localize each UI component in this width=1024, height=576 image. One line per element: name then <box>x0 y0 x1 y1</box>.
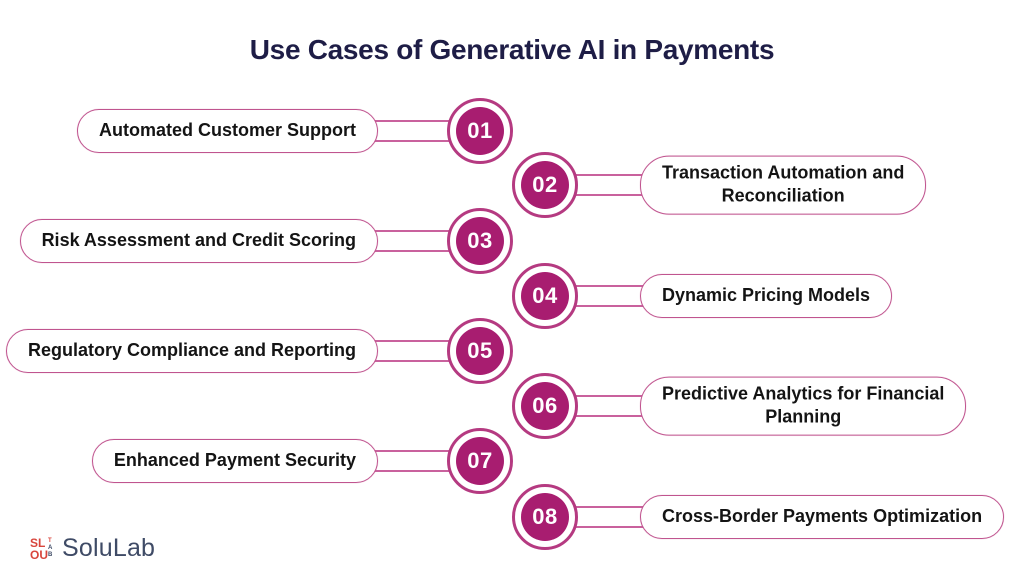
use-case-pill-04: Dynamic Pricing Models <box>640 274 893 318</box>
number-badge-02: 02 <box>512 152 578 218</box>
number-badge-04: 04 <box>512 263 578 329</box>
number-badge-text: 06 <box>532 393 558 418</box>
number-badge-07: 07 <box>447 428 513 494</box>
logo-text: SoluLab <box>62 534 156 562</box>
number-badge-fill: 02 <box>521 161 569 209</box>
use-case-label: Dynamic Pricing Models <box>662 285 871 306</box>
number-badge-fill: 06 <box>521 382 569 430</box>
connector-line-01 <box>350 120 480 142</box>
number-badge-fill: 04 <box>521 272 569 320</box>
number-badge-03: 03 <box>447 208 513 274</box>
use-case-pill-01: Automated Customer Support <box>76 109 378 153</box>
number-badge-text: 04 <box>532 283 558 308</box>
number-badge-06: 06 <box>512 373 578 439</box>
number-badge-fill: 01 <box>456 107 504 155</box>
use-case-label: Cross-Border Payments Optimization <box>662 506 983 527</box>
number-badge-text: 02 <box>532 172 558 197</box>
number-badge-text: 01 <box>467 118 493 143</box>
number-badge-08: 08 <box>512 484 578 550</box>
svg-text:T: T <box>48 538 52 544</box>
number-badge-05: 05 <box>447 318 513 384</box>
connector-line-08 <box>545 506 670 528</box>
use-case-label: Enhanced Payment Security <box>113 450 356 471</box>
use-case-pill-08: Cross-Border Payments Optimization <box>640 495 1005 539</box>
number-badge-text: 07 <box>467 448 493 473</box>
use-case-pill-06: Predictive Analytics for Financial Plann… <box>640 376 967 436</box>
connector-line-05 <box>350 340 480 362</box>
use-case-label: Risk Assessment and Credit Scoring <box>41 230 356 251</box>
use-case-label: Regulatory Compliance and Reporting <box>27 340 356 361</box>
use-case-label: Transaction Automation and Reconciliatio… <box>662 162 905 206</box>
number-badge-01: 01 <box>447 98 513 164</box>
connector-line-04 <box>545 285 670 307</box>
solulab-logo: SL OU T A B SoluLab <box>30 534 155 563</box>
svg-text:A: A <box>48 545 53 551</box>
number-badge-text: 03 <box>467 228 493 253</box>
use-case-pill-05: Regulatory Compliance and Reporting <box>5 329 378 373</box>
number-badge-fill: 03 <box>456 217 504 265</box>
solulab-mark-icon: SL OU T A B <box>30 536 53 562</box>
number-badge-fill: 08 <box>521 493 569 541</box>
use-case-pill-03: Risk Assessment and Credit Scoring <box>19 219 378 263</box>
svg-text:SL: SL <box>30 536 45 550</box>
use-case-label: Automated Customer Support <box>98 120 356 141</box>
use-case-pill-02: Transaction Automation and Reconciliatio… <box>640 155 927 215</box>
connector-line-06 <box>545 395 670 417</box>
svg-text:OU: OU <box>30 548 48 562</box>
number-badge-fill: 05 <box>456 327 504 375</box>
number-badge-text: 08 <box>532 504 558 529</box>
svg-text:B: B <box>48 552 53 558</box>
connector-line-07 <box>350 450 480 472</box>
connector-line-02 <box>545 174 670 196</box>
use-case-label: Predictive Analytics for Financial Plann… <box>662 383 945 427</box>
number-badge-fill: 07 <box>456 437 504 485</box>
number-badge-text: 05 <box>467 338 493 363</box>
use-case-pill-07: Enhanced Payment Security <box>91 439 378 483</box>
page-title: Use Cases of Generative AI in Payments <box>249 34 775 65</box>
connector-line-03 <box>350 230 480 252</box>
